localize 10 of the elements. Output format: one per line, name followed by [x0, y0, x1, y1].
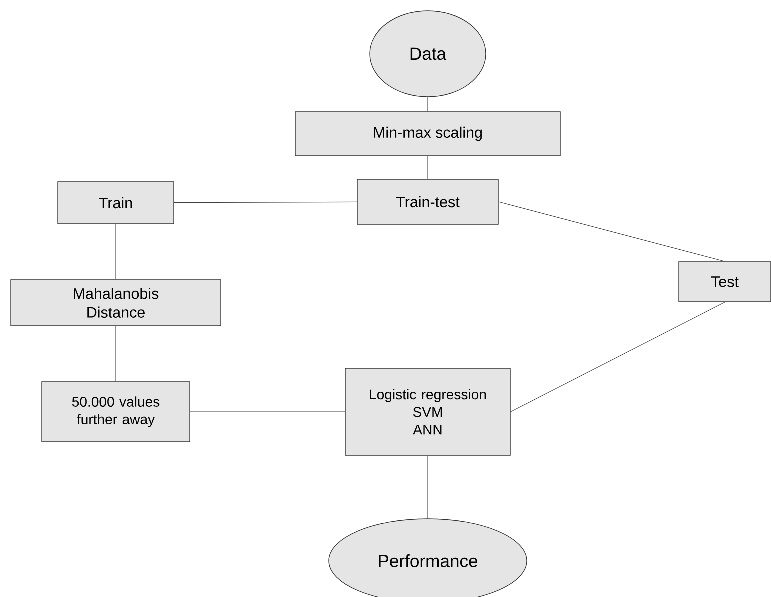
- process-box: 50.000 values further away: [42, 382, 190, 442]
- connector-line: [174, 202, 358, 204]
- process-box: Mahalanobis Distance: [10, 280, 222, 326]
- process-box: Train: [58, 182, 174, 224]
- process-box: Min-max scaling: [295, 112, 561, 156]
- connector-line: [498, 202, 726, 262]
- process-box: Test: [678, 262, 771, 302]
- connector-line: [510, 302, 726, 412]
- process-box: Train-test: [357, 179, 499, 225]
- process-box: Logistic regression SVM ANN: [345, 368, 511, 456]
